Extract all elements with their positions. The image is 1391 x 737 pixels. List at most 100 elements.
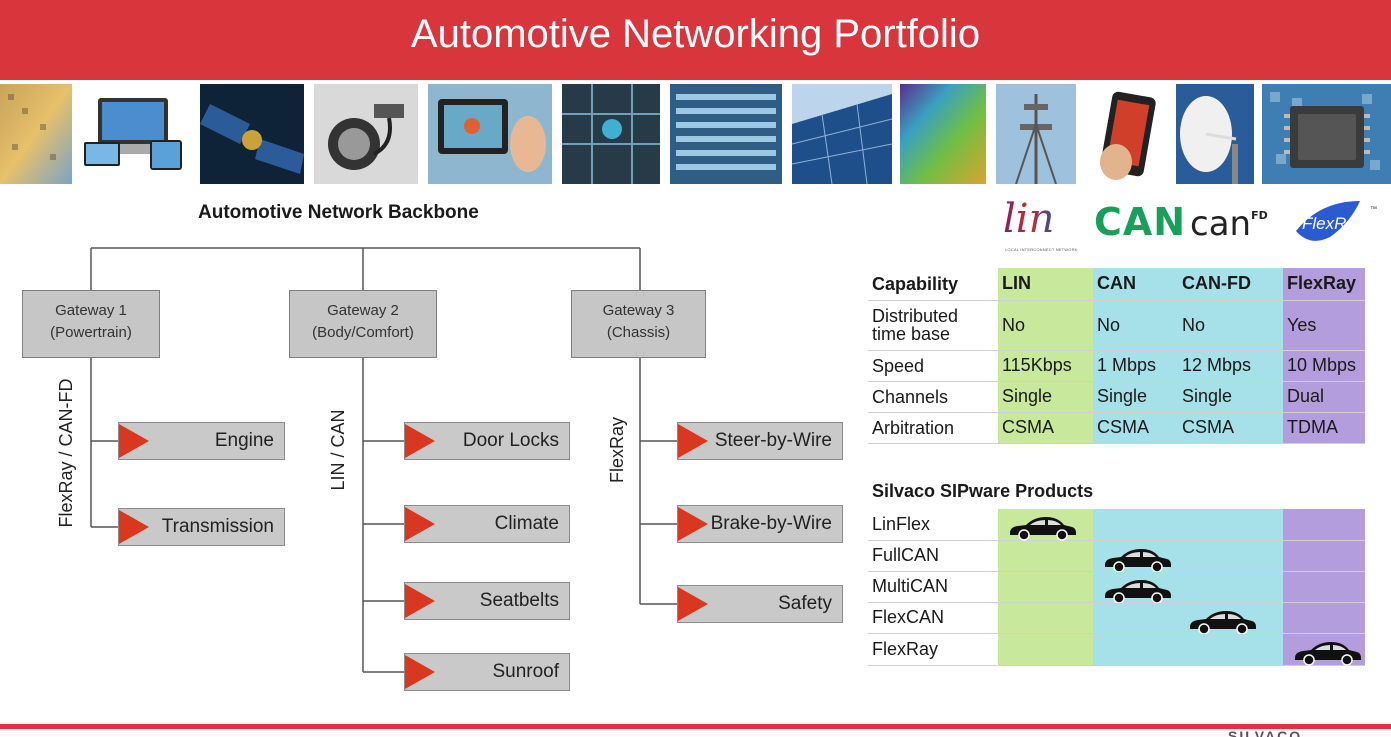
product-cell (998, 633, 1093, 666)
circuit-board-photo (562, 84, 660, 184)
cell-can: CSMA (1093, 412, 1178, 444)
gateway-2-box: Gateway 2 (Body/Comfort) (289, 290, 437, 358)
slide-title: Automotive Networking Portfolio (410, 12, 981, 56)
header-can: CAN (1093, 268, 1178, 301)
canfd-logo-superscript: FD (1251, 209, 1268, 222)
gateway-1-domain: (Powertrain) (50, 324, 132, 341)
camera-display-photo (428, 84, 552, 184)
row-label-line-2: time base (872, 324, 951, 344)
red-arrow-icon (678, 424, 708, 458)
product-name: FlexRay (868, 633, 998, 666)
server-racks-photo (670, 84, 782, 184)
red-arrow-icon (119, 510, 149, 544)
satellite-photo (200, 84, 304, 184)
solar-panels-photo (792, 84, 892, 184)
lin-logo: lin (1003, 196, 1054, 242)
leaf-label: Door Locks (462, 430, 559, 451)
product-cell (1178, 509, 1283, 541)
product-cell (1093, 571, 1178, 604)
bus-label-gateway-1: FlexRay / CAN-FD (56, 378, 76, 528)
header-lin: LIN (998, 268, 1093, 301)
gateway-3-domain: (Chassis) (606, 324, 671, 341)
leaf-steer-by-wire: Steer-by-Wire (677, 422, 843, 460)
cell-lin: No (998, 300, 1093, 351)
cell-can: No (1093, 300, 1178, 351)
leaf-label: Steer-by-Wire (714, 430, 832, 451)
flexray-logo-tm: ™ (1370, 206, 1377, 213)
gateway-1-box: Gateway 1 (Powertrain) (22, 290, 160, 358)
table-row: Channels Single Single Single Dual (868, 381, 1365, 413)
product-cell (1283, 540, 1365, 572)
bus-label-gateway-2: LIN / CAN (328, 409, 348, 491)
cell-can: 1 Mbps (1093, 350, 1178, 382)
cell-canfd: No (1178, 300, 1283, 351)
gateway-2-domain: (Body/Comfort) (312, 324, 414, 341)
flexray-logo-mark: FlexRay ™ (1296, 201, 1377, 241)
leaf-brake-by-wire: Brake-by-Wire (677, 505, 843, 543)
leaf-label: Brake-by-Wire (710, 513, 832, 534)
cell-flexray: TDMA (1283, 412, 1365, 444)
product-cell (1283, 571, 1365, 603)
cell-lin: CSMA (998, 412, 1093, 444)
product-cell (1093, 633, 1178, 666)
product-cell (1178, 602, 1283, 635)
leaf-transmission: Transmission (118, 508, 285, 546)
product-row: FlexRay (868, 633, 1365, 666)
product-cell (1178, 633, 1283, 666)
red-arrow-icon (119, 424, 149, 458)
leaf-label: Transmission (161, 516, 274, 537)
product-cell (1093, 540, 1178, 573)
ic-chip-photo (1262, 84, 1391, 184)
leaf-label: Engine (214, 430, 274, 451)
row-label: Channels (868, 381, 998, 413)
cell-canfd: CSMA (1178, 412, 1283, 444)
footer-divider (0, 724, 1391, 729)
product-cell (998, 540, 1093, 572)
product-cell (1283, 509, 1365, 541)
red-arrow-icon (405, 584, 435, 618)
product-row: MultiCAN (868, 571, 1365, 604)
product-row: FullCAN (868, 540, 1365, 573)
backbone-connectors (90, 247, 677, 673)
product-cell (1178, 540, 1283, 572)
header-canfd: CAN-FD (1178, 268, 1283, 301)
smartphone-photo (1086, 84, 1168, 184)
cell-flexray: Dual (1283, 381, 1365, 413)
red-arrow-icon (678, 587, 708, 621)
leaf-engine: Engine (118, 422, 285, 460)
red-arrow-icon (678, 507, 708, 541)
cell-tower-photo (996, 84, 1076, 184)
can-logo: CAN (1094, 200, 1187, 244)
product-cell (1178, 571, 1283, 603)
leaf-safety: Safety (677, 585, 843, 623)
canfd-logo-text: can (1190, 204, 1252, 244)
cell-can: Single (1093, 381, 1178, 413)
leaf-label: Safety (778, 593, 832, 614)
title-bar: Automotive Networking Portfolio (0, 0, 1391, 80)
table-row: Arbitration CSMA CSMA CSMA TDMA (868, 412, 1365, 444)
cell-flexray: 10 Mbps (1283, 350, 1365, 382)
diagram-title: Automotive Network Backbone (198, 202, 479, 223)
flexray-logo: FlexRay ™ (1290, 197, 1380, 249)
leaf-seatbelts: Seatbelts (404, 582, 570, 620)
header-flexray: FlexRay (1283, 268, 1365, 301)
product-cell (1283, 633, 1365, 666)
satellite-dish-photo (1176, 84, 1254, 184)
flexray-logo-text: FlexRay (1302, 214, 1366, 233)
photo-strip (0, 80, 1391, 190)
table-row: Speed 115Kbps 1 Mbps 12 Mbps 10 Mbps (868, 350, 1365, 382)
product-cell (998, 602, 1093, 634)
product-cell (1093, 602, 1178, 634)
products-title: Silvaco SIPware Products (872, 481, 1094, 501)
product-name: MultiCAN (868, 571, 998, 603)
cell-lin: 115Kbps (998, 350, 1093, 382)
footer-logo: SILVACO (1228, 729, 1303, 737)
table-header-row: Capability LIN CAN CAN-FD FlexRay (868, 268, 1365, 301)
leaf-sunroof: Sunroof (404, 653, 570, 691)
devices-photo (80, 84, 188, 184)
red-arrow-icon (405, 655, 435, 689)
chip-wafer-photo (0, 84, 72, 184)
cell-canfd: Single (1178, 381, 1283, 413)
gateway-3-name: Gateway 3 (602, 302, 675, 319)
capability-table: Capability LIN CAN CAN-FD FlexRay Distri… (868, 268, 1365, 444)
